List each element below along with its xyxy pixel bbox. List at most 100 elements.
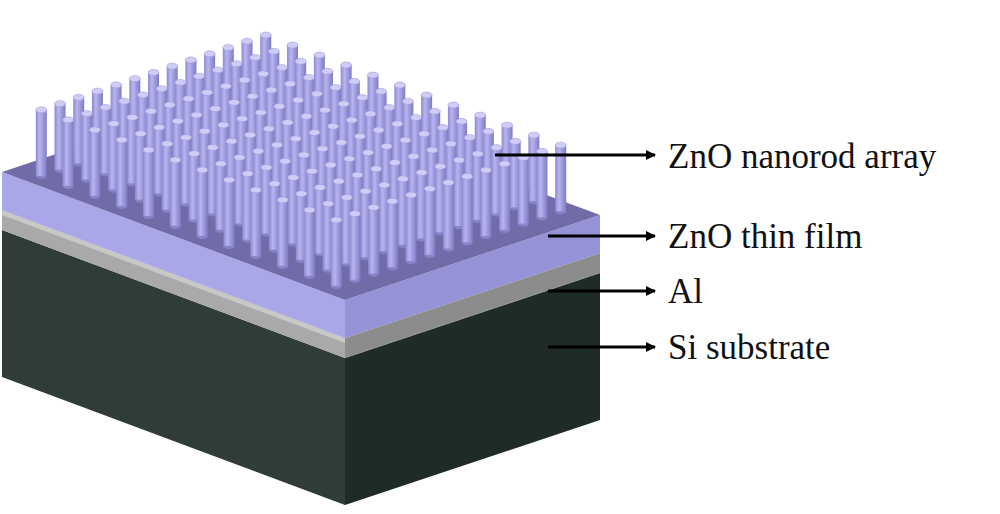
- leader-arrow: [548, 235, 655, 238]
- nanorod-top: [277, 197, 288, 203]
- nanorod-top: [228, 99, 239, 105]
- nanorod-top: [266, 87, 277, 93]
- nanorod-top: [437, 125, 448, 131]
- nanorod-top: [293, 97, 304, 103]
- leader-arrow: [548, 346, 655, 349]
- nanorod-top: [435, 163, 446, 169]
- nanorod-top: [381, 143, 392, 149]
- nanorod-top: [239, 77, 250, 83]
- nanorod-top: [129, 76, 140, 82]
- nanorod-top: [191, 112, 202, 118]
- nanorod-top: [194, 73, 205, 79]
- nanorod-top: [242, 38, 253, 44]
- nanorod-top: [416, 170, 427, 176]
- nanorod-top: [301, 113, 312, 119]
- nanorod-top: [189, 151, 200, 157]
- nanorod-top: [323, 201, 334, 207]
- leader-arrow: [548, 290, 655, 293]
- nanorod-top: [288, 174, 299, 180]
- nanorod-top: [510, 138, 521, 144]
- nanorod-top: [376, 88, 387, 94]
- nanorod: [116, 140, 127, 206]
- nanorod-top: [319, 107, 330, 113]
- nanorod-top: [384, 105, 395, 111]
- nanorod: [250, 190, 261, 256]
- nanorod-top: [304, 207, 315, 213]
- nanorod-top: [156, 86, 167, 92]
- nanorod-top: [280, 158, 291, 164]
- nanorod-top: [116, 137, 127, 143]
- nanorod-top: [352, 172, 363, 178]
- nanorod-top: [365, 111, 376, 117]
- nanorod-top: [220, 83, 231, 89]
- nanorod-top: [443, 180, 454, 186]
- nanorod-top: [499, 161, 510, 167]
- nanorod-top: [336, 140, 347, 146]
- nanorod-top: [197, 167, 208, 173]
- nanorod-top: [290, 136, 301, 142]
- nanorod-top: [234, 154, 245, 160]
- nanorod-top: [411, 115, 422, 121]
- nanorod-top: [344, 156, 355, 162]
- nanorod-top: [231, 61, 242, 67]
- nanorod-top: [528, 132, 539, 138]
- nanorod-top: [427, 147, 438, 153]
- nanorod-top: [421, 92, 432, 98]
- nanorod-top: [328, 123, 339, 129]
- nanorod-top: [172, 118, 183, 124]
- nanorod-top: [357, 95, 368, 101]
- layer-label: Al: [668, 274, 703, 309]
- nanorod-top: [333, 178, 344, 184]
- nanorod-top: [255, 109, 266, 115]
- nanorod: [89, 130, 100, 196]
- nanorod-top: [389, 160, 400, 166]
- nanorod-top: [285, 81, 296, 87]
- nanorod: [331, 220, 342, 286]
- nanorod-top: [354, 133, 365, 139]
- nanorod: [368, 207, 379, 273]
- nanorod: [349, 214, 360, 280]
- nanorod-top: [331, 217, 342, 223]
- nanorod-top: [263, 126, 274, 132]
- nanorod: [536, 151, 547, 217]
- nanorod-top: [408, 153, 419, 159]
- nanorod-top: [406, 192, 417, 198]
- nanorod-top: [502, 122, 513, 128]
- nanorod-top: [148, 69, 159, 75]
- nanorod-top: [315, 184, 326, 190]
- nanorod-top: [202, 89, 213, 95]
- nanorod-top: [387, 198, 398, 204]
- nanorod-top: [245, 132, 256, 138]
- nanorod-top: [367, 72, 378, 78]
- nanorod-top: [429, 108, 440, 114]
- nanorod-top: [394, 82, 405, 88]
- nanorod-top: [215, 161, 226, 167]
- nanorod-top: [247, 93, 258, 99]
- nanorod-top: [282, 119, 293, 125]
- nanorod-top: [456, 118, 467, 124]
- nanorod-top: [371, 166, 382, 172]
- nanorod-top: [483, 128, 494, 134]
- nanorod-top: [261, 164, 272, 170]
- nanorod-top: [341, 194, 352, 200]
- nanorod-top: [402, 98, 413, 104]
- nanorod-top: [162, 141, 173, 147]
- nanorod-top: [250, 187, 261, 193]
- nanorod: [480, 170, 491, 236]
- nanorod-top: [108, 121, 119, 127]
- nanorod-top: [242, 171, 253, 177]
- nanorod-top: [555, 142, 566, 148]
- nanorod-top: [448, 102, 459, 108]
- nanorod: [387, 201, 398, 267]
- nanorod-top: [309, 130, 320, 136]
- layer-label: ZnO nanorod array: [668, 139, 936, 174]
- nanorod-top: [373, 127, 384, 133]
- nanorod-top: [298, 152, 309, 158]
- nanorod-top: [368, 204, 379, 210]
- nanorod-top: [306, 168, 317, 174]
- nanorod-top: [127, 114, 138, 120]
- nanorod-top: [464, 135, 475, 141]
- nanorod-top: [274, 103, 285, 109]
- nanorod-top: [237, 116, 248, 122]
